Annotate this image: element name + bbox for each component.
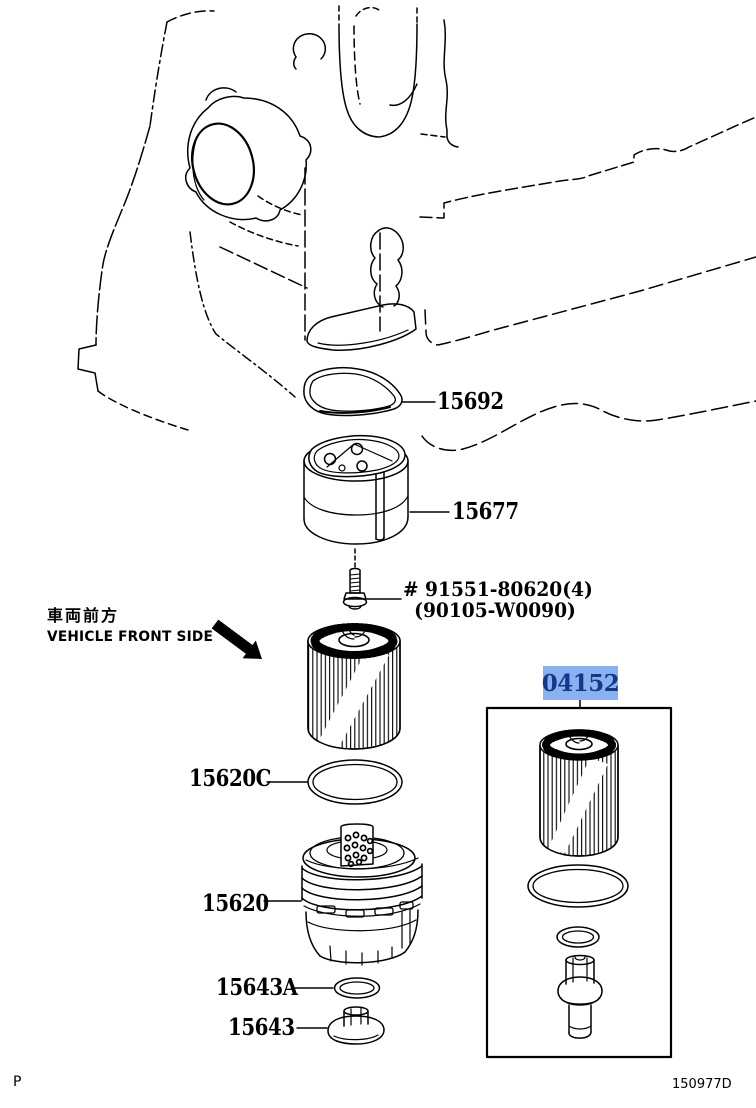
callout-04152-highlighted[interactable]: 04152 [542,666,620,700]
vehicle-front-note-en: VEHICLE FRONT SIDE [47,629,214,645]
bracket-15677-drawing [303,434,409,545]
engine-block-drawing [77,5,756,452]
bolt-note-line2: (90105-W0090) [414,598,576,622]
kit-oring-large-drawing [527,864,629,908]
union-bolt-drawing [342,548,368,610]
vehicle-front-note-jp: 車両前方 [47,606,120,625]
callout-15620[interactable]: 15620 [202,890,269,917]
bolt-note-line1: # 91551-80620(4) [403,577,593,601]
figure-number: 150977D [672,1077,732,1092]
vehicle-front-note: 車両前方 VEHICLE FRONT SIDE [47,606,216,645]
callout-15677[interactable]: 15677 [452,498,519,525]
leader-lines [263,401,450,1029]
oring-15620C-drawing [307,759,403,805]
callout-bolt-note: # 91551-80620(4) (90105-W0090) [403,579,593,621]
kit-filter-element-drawing [539,729,619,857]
kit-oring-small-drawing [556,926,600,948]
kit-box [485,699,673,1059]
callout-15692[interactable]: 15692 [437,388,504,415]
page-code: P [13,1074,22,1090]
callout-15643[interactable]: 15643 [228,1014,295,1041]
cap-15620-drawing [301,823,423,966]
filter-element-drawing [307,623,401,750]
kit-plug-drawing [557,954,603,1039]
gasket-15692-drawing [303,366,403,417]
vehicle-front-arrow-icon [211,619,262,659]
plug-15643-drawing [327,1006,385,1045]
oring-15643A-drawing [333,977,381,999]
callout-15620C[interactable]: 15620C [189,765,271,792]
callout-15643A[interactable]: 15643A [216,974,298,1001]
